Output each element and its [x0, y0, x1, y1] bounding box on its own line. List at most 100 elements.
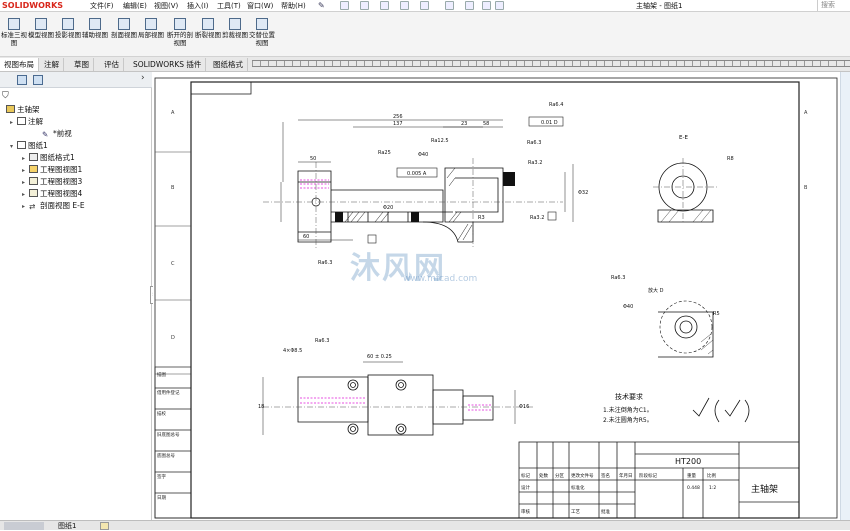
- break-view-icon: [202, 18, 214, 30]
- panel-expand-chevron-icon[interactable]: ›: [141, 73, 145, 83]
- section-solid-fill-2: [411, 212, 419, 222]
- add-sheet-icon[interactable]: [100, 522, 109, 530]
- undo-icon[interactable]: [420, 1, 429, 10]
- section-e-e-label: E-E: [679, 135, 688, 141]
- solidworks-logo: SOLIDWORKS: [2, 1, 64, 10]
- save-icon[interactable]: [380, 1, 389, 10]
- dim-phi16: Φ16: [519, 404, 529, 410]
- dim-23: 23: [461, 121, 467, 127]
- tree-item-drawing-view3[interactable]: ▸工程图视图3: [22, 177, 83, 186]
- title-block: [518, 441, 800, 519]
- filter-icon[interactable]: ⛉: [2, 91, 9, 101]
- detail-dim-phi40: Φ40: [623, 304, 633, 310]
- horizontal-ruler: [252, 60, 850, 67]
- drawing-view-icon: [29, 177, 38, 185]
- dim-137: 137: [393, 121, 403, 127]
- general-roughness-symbol: [692, 397, 750, 423]
- front-section-view[interactable]: [297, 167, 504, 243]
- task-pane-strip[interactable]: [840, 72, 850, 520]
- tab-evaluate[interactable]: 评估: [100, 58, 124, 71]
- top-view-hidden-lines: [300, 397, 491, 411]
- crop-view-button[interactable]: 剪裁视图: [221, 14, 249, 56]
- tree-item-drawing-view4[interactable]: ▸工程图视图4: [22, 189, 83, 198]
- top-view-dimensions: [262, 361, 516, 435]
- part-name-text: 主轴架: [751, 483, 778, 495]
- tab-view-layout[interactable]: 视图布局: [0, 58, 39, 71]
- file-properties-icon[interactable]: [482, 1, 491, 10]
- section-view-icon: [118, 18, 130, 30]
- projected-view-button[interactable]: 投影视图: [54, 14, 82, 56]
- tb-label-signature: 签名: [601, 472, 610, 479]
- drawing-number-box: [190, 81, 252, 95]
- tab-sheet-format[interactable]: 图纸格式: [209, 58, 248, 71]
- detail-d-view[interactable]: [658, 311, 714, 358]
- roughness-ra32: Ra3.2: [528, 160, 542, 166]
- menu-insert[interactable]: 插入(I): [187, 2, 209, 10]
- section-solid-fill-3: [503, 172, 515, 186]
- zone-letter-d: D: [171, 335, 175, 341]
- dim-50: 50: [310, 156, 316, 162]
- tb-label-change-doc: 更改文件号: [571, 472, 594, 479]
- tech-line-1: 1.未注倒角为C1。: [603, 406, 653, 414]
- tech-title: 技术要求: [615, 392, 643, 401]
- pin-icon[interactable]: ✎: [318, 1, 325, 10]
- auxiliary-view-button[interactable]: 辅助视图: [81, 14, 109, 56]
- roughness-ra63-b: Ra6.3: [318, 260, 332, 266]
- standard-3view-icon: [8, 18, 20, 30]
- menu-view[interactable]: 视图(V): [154, 2, 179, 10]
- open-folder-icon[interactable]: [360, 1, 369, 10]
- select-cursor-icon[interactable]: [445, 1, 454, 10]
- detail-view-button[interactable]: 局部视图: [137, 14, 165, 56]
- rebuild-icon[interactable]: [465, 1, 474, 10]
- tree-item-annotations[interactable]: ▸注解: [10, 117, 43, 126]
- broken-out-section-button[interactable]: 断开的剖视图: [166, 14, 194, 56]
- menu-help[interactable]: 帮助(H): [281, 2, 306, 10]
- standard-3view-button[interactable]: 标准三视图: [0, 14, 28, 56]
- dim-60-tol: 60 ± 0.25: [367, 354, 392, 360]
- tb-label-review: 审核: [521, 508, 530, 515]
- property-manager-icon[interactable]: [33, 75, 43, 85]
- tb-label-process: 工艺: [571, 509, 580, 515]
- search-input[interactable]: 搜索: [817, 0, 850, 11]
- tree-item-front-view[interactable]: ✎*前视: [42, 129, 72, 139]
- document-title: 主轴架 - 图纸1: [636, 2, 683, 10]
- broken-out-section-icon: [174, 18, 186, 30]
- dim-18: 18: [258, 404, 264, 410]
- menu-tools[interactable]: 工具(T): [217, 2, 241, 10]
- feature-tree-icon[interactable]: [17, 75, 27, 85]
- sheet-tab-1[interactable]: 图纸1: [58, 522, 77, 530]
- drawing-sheet[interactable]: A B C D A B 描图 借用件登记 描校 旧底图总号 底图总号 签字 日期: [153, 72, 840, 520]
- break-view-button[interactable]: 断裂视图: [194, 14, 222, 56]
- zone-letter-b-right: B: [804, 185, 808, 191]
- tree-item-sheet-format[interactable]: ▸图纸格式1: [22, 153, 75, 162]
- tb-scale-value: 1:2: [709, 485, 716, 491]
- model-view-button[interactable]: 模型视图: [27, 14, 55, 56]
- section-view-button[interactable]: 剖面视图: [110, 14, 138, 56]
- menu-file[interactable]: 文件(F): [90, 2, 114, 10]
- print-icon[interactable]: [400, 1, 409, 10]
- tab-addins[interactable]: SOLIDWORKS 插件: [129, 58, 207, 71]
- tree-root-label: 主轴架: [17, 105, 40, 114]
- roughness-ra63: Ra6.3: [527, 140, 541, 146]
- menu-edit[interactable]: 编辑(E): [123, 2, 147, 10]
- section-view-tree-icon: ⇄: [29, 202, 36, 211]
- sheet-scroll-controls[interactable]: [4, 522, 44, 530]
- tree-root[interactable]: 主轴架: [6, 104, 40, 116]
- dim-58: 58: [483, 121, 489, 127]
- zone-letter-b: B: [171, 185, 175, 191]
- drawing-view-icon: [29, 189, 38, 197]
- drawing-document-icon: [6, 105, 15, 113]
- tree-item-drawing-view1[interactable]: ▸工程图视图1: [22, 165, 83, 174]
- options-gear-icon[interactable]: [495, 1, 504, 10]
- technical-requirements: 技术要求 1.未注倒角为C1。 2.未注圆角为R5。: [603, 392, 653, 424]
- tab-sketch[interactable]: 草图: [70, 58, 94, 71]
- menu-window[interactable]: 窗口(W): [247, 2, 274, 10]
- command-manager-ribbon: 标准三视图 模型视图 投影视图 辅助视图 剖面视图 局部视图 断开的剖视图 断裂…: [0, 12, 850, 57]
- tree-item-sheet1[interactable]: ▾图纸1: [10, 141, 48, 150]
- tab-annotation[interactable]: 注解: [40, 58, 64, 71]
- tb-label-date: 年月日: [619, 472, 633, 479]
- new-document-icon[interactable]: [340, 1, 349, 10]
- alternate-position-button[interactable]: 交替位置视图: [248, 14, 276, 56]
- tree-item-section-view[interactable]: ▸⇄剖面视图 E-E: [22, 201, 85, 211]
- dim-r3: R3: [478, 215, 485, 221]
